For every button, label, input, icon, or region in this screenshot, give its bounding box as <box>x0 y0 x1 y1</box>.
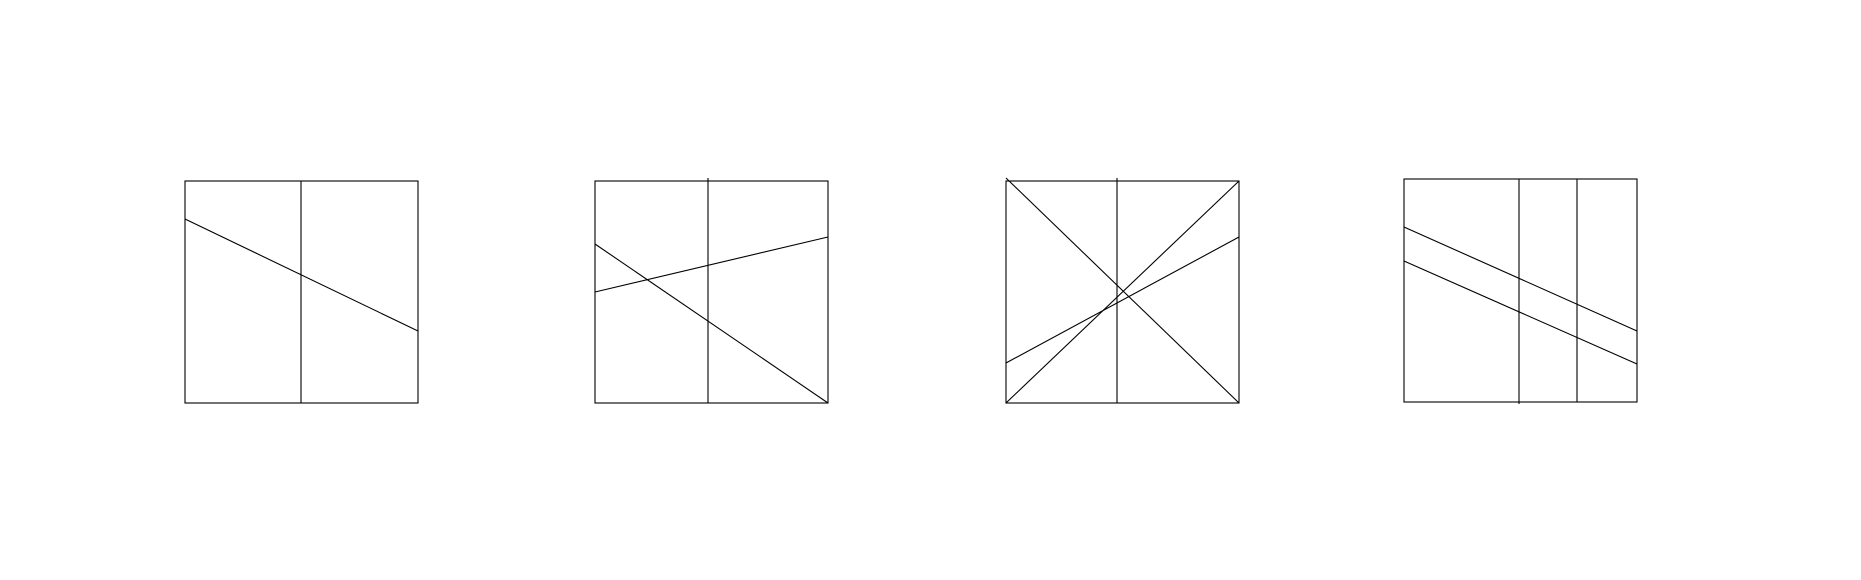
panel-3-diagonal-down-line <box>1005 177 1240 404</box>
panel-3 <box>1005 177 1240 404</box>
panel-3-frame <box>1005 180 1240 404</box>
panel-2-descending-line <box>594 243 829 404</box>
panel-4-parallel-line-upper <box>1403 226 1638 332</box>
panel-4-parallel-line-lower <box>1403 260 1638 365</box>
panel-1 <box>184 180 419 404</box>
panel-2-frame <box>594 180 829 404</box>
panel-3-diagonal-up-line <box>1005 180 1240 404</box>
panel-2 <box>594 178 829 404</box>
panel-2-rising-line <box>594 236 829 293</box>
panel-3-rising-line <box>1005 236 1240 364</box>
panel-1-diagonal-line <box>184 218 419 332</box>
panel-4 <box>1403 178 1638 404</box>
panel-4-frame <box>1403 178 1638 403</box>
